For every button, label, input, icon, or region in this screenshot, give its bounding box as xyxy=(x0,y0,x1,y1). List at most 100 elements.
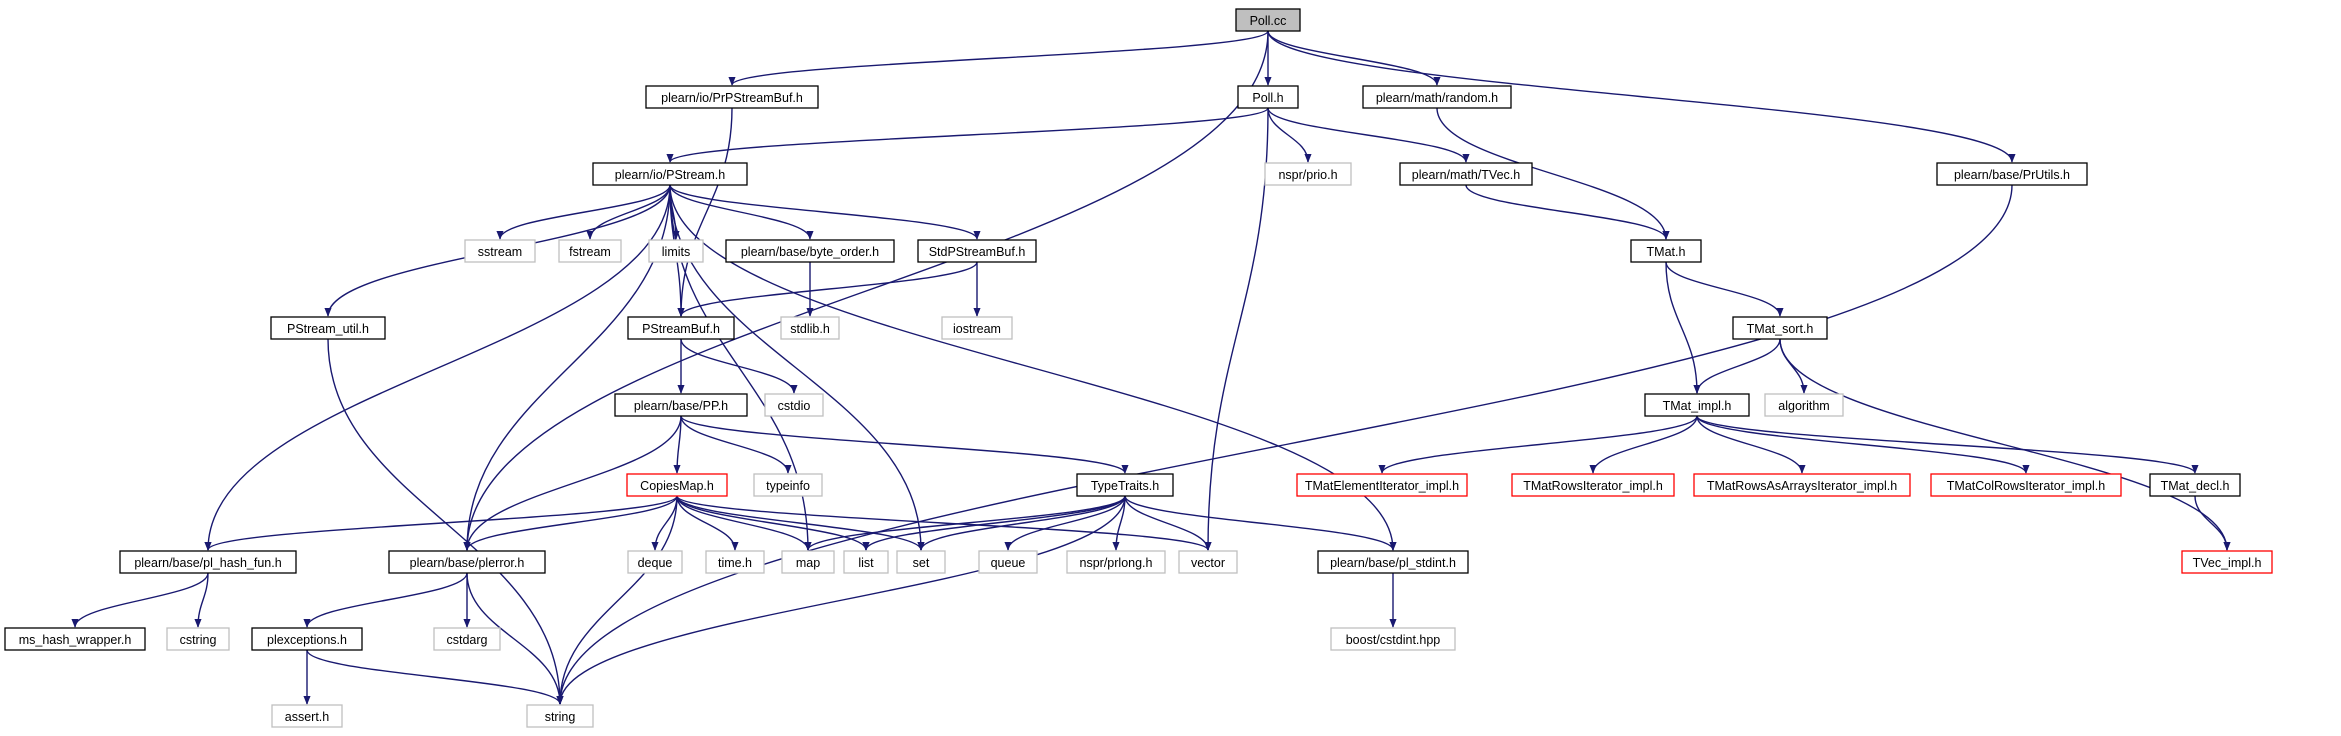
node-label: TMatElementIterator_impl.h xyxy=(1305,479,1459,493)
node-copiesmap[interactable]: CopiesMap.h xyxy=(626,473,728,497)
edge-pstream_h-to-stdpstreambuf xyxy=(669,184,981,240)
edge-plerror-to-plexceptions xyxy=(303,572,468,628)
node-label: plearn/base/PrUtils.h xyxy=(1954,168,2070,182)
node-label: fstream xyxy=(569,245,611,259)
edge-pstream_h-to-pl_hash_fun xyxy=(204,184,671,551)
node-string: string xyxy=(526,704,594,728)
node-box xyxy=(1693,473,1911,497)
node-box xyxy=(645,85,819,109)
node-pp-h[interactable]: plearn/base/PP.h xyxy=(614,393,748,417)
node-box xyxy=(725,239,895,263)
node-limits: limits xyxy=(648,239,704,263)
edge-copiesmap-to-map xyxy=(676,495,812,551)
edge-pstream_util-to-string xyxy=(327,338,564,705)
node-box xyxy=(526,704,594,728)
node-stdpstreambuf[interactable]: StdPStreamBuf.h xyxy=(917,239,1037,263)
node-nspr-prlong: nspr/prlong.h xyxy=(1066,550,1166,574)
node-tmatrowsit[interactable]: TMatRowsIterator_impl.h xyxy=(1511,473,1675,497)
edge-poll_h-to-nspr_prio xyxy=(1267,107,1312,163)
node-box xyxy=(119,550,297,574)
edge-tmat_impl-to-tmatelemit xyxy=(1378,415,1698,474)
node-box xyxy=(705,550,765,574)
node-plexceptions[interactable]: plexceptions.h xyxy=(251,627,363,651)
node-label: TMat_decl.h xyxy=(2161,479,2230,493)
node-box xyxy=(626,473,728,497)
node-tmatcolrows[interactable]: TMatColRowsIterator_impl.h xyxy=(1930,473,2122,497)
node-box xyxy=(1399,162,1533,186)
node-box xyxy=(781,550,835,574)
edge-tmat_impl-to-tmatrowsasarr xyxy=(1696,415,1806,474)
node-label: sstream xyxy=(478,245,522,259)
node-map: map xyxy=(781,550,835,574)
node-pstreambuf[interactable]: PStreamBuf.h xyxy=(627,316,735,340)
node-boost-cstdint: boost/cstdint.hpp xyxy=(1330,627,1456,651)
edge-plexceptions-to-string xyxy=(306,649,564,705)
node-cstdio: cstdio xyxy=(764,393,824,417)
node-box xyxy=(978,550,1038,574)
node-tmat-sort[interactable]: TMat_sort.h xyxy=(1732,316,1828,340)
node-tvec-impl[interactable]: TVec_impl.h xyxy=(2181,550,2273,574)
node-box xyxy=(251,627,363,651)
node-pl-hash-fun[interactable]: plearn/base/pl_hash_fun.h xyxy=(119,550,297,574)
edge-pp_h-to-plerror xyxy=(463,415,682,551)
edge-random_h-to-tmat_h xyxy=(1436,107,1670,240)
node-label: Poll.h xyxy=(1252,91,1283,105)
edge-tmat_sort-to-algorithm xyxy=(1779,338,1808,394)
node-label: plearn/base/pl_stdint.h xyxy=(1330,556,1456,570)
edge-pp_h-to-typeinfo xyxy=(680,415,792,474)
node-box xyxy=(1317,550,1469,574)
edge-typetraits-to-map xyxy=(804,495,1126,551)
edge-poll_h-to-tvec_h xyxy=(1267,107,1470,163)
node-tmatrowsasarr[interactable]: TMatRowsAsArraysIterator_impl.h xyxy=(1693,473,1911,497)
node-label: cstdio xyxy=(778,399,811,413)
node-sstream: sstream xyxy=(464,239,536,263)
node-label: StdPStreamBuf.h xyxy=(929,245,1026,259)
node-stdlib: stdlib.h xyxy=(780,316,840,340)
node-tmatelemit[interactable]: TMatElementIterator_impl.h xyxy=(1296,473,1468,497)
node-box xyxy=(1362,85,1512,109)
node-typetraits[interactable]: TypeTraits.h xyxy=(1076,473,1174,497)
edge-poll_cc-to-prpstreambuf xyxy=(728,30,1269,86)
node-box xyxy=(388,550,546,574)
node-iostream: iostream xyxy=(941,316,1013,340)
node-tmat-decl[interactable]: TMat_decl.h xyxy=(2149,473,2241,497)
edge-pp_h-to-typetraits xyxy=(680,415,1129,474)
node-label: cstring xyxy=(180,633,217,647)
node-prutils[interactable]: plearn/base/PrUtils.h xyxy=(1936,162,2088,186)
node-poll-h[interactable]: Poll.h xyxy=(1237,85,1299,109)
node-box xyxy=(764,393,824,417)
node-box xyxy=(464,239,536,263)
node-box xyxy=(2181,550,2273,574)
node-plerror[interactable]: plearn/base/plerror.h xyxy=(388,550,546,574)
node-tmat-h[interactable]: TMat.h xyxy=(1630,239,1702,263)
node-nspr-prio: nspr/prio.h xyxy=(1264,162,1352,186)
node-box xyxy=(1264,162,1352,186)
node-pstream-util[interactable]: PStream_util.h xyxy=(270,316,386,340)
edge-tmat_impl-to-tmatcolrows xyxy=(1696,415,2030,474)
node-tmat-impl[interactable]: TMat_impl.h xyxy=(1644,393,1750,417)
node-poll-cc[interactable]: Poll.cc xyxy=(1235,8,1301,32)
node-box xyxy=(1076,473,1174,497)
node-prpstreambuf[interactable]: plearn/io/PrPStreamBuf.h xyxy=(645,85,819,109)
node-tvec-h[interactable]: plearn/math/TVec.h xyxy=(1399,162,1533,186)
edge-typetraits-to-vector xyxy=(1124,495,1212,551)
edge-poll_h-to-pstream_h xyxy=(666,107,1269,163)
node-ms-hash[interactable]: ms_hash_wrapper.h xyxy=(4,627,146,651)
node-label: TypeTraits.h xyxy=(1091,479,1159,493)
node-label: time.h xyxy=(718,556,752,570)
node-label: plearn/base/plerror.h xyxy=(410,556,525,570)
node-pl-stdint[interactable]: plearn/base/pl_stdint.h xyxy=(1317,550,1469,574)
node-time-h: time.h xyxy=(705,550,765,574)
node-random-h[interactable]: plearn/math/random.h xyxy=(1362,85,1512,109)
node-pstream-h[interactable]: plearn/io/PStream.h xyxy=(592,162,748,186)
node-box xyxy=(4,627,146,651)
node-label: plearn/io/PrPStreamBuf.h xyxy=(661,91,803,105)
node-cstdarg: cstdarg xyxy=(433,627,501,651)
edge-copiesmap-to-time_h xyxy=(676,495,739,551)
node-label: map xyxy=(796,556,820,570)
edge-plerror-to-string xyxy=(466,572,564,705)
edge-tmat_h-to-tmat_impl xyxy=(1665,261,1701,394)
node-label: TMatRowsIterator_impl.h xyxy=(1523,479,1663,493)
node-byte-order[interactable]: plearn/base/byte_order.h xyxy=(725,239,895,263)
node-algorithm: algorithm xyxy=(1764,393,1844,417)
